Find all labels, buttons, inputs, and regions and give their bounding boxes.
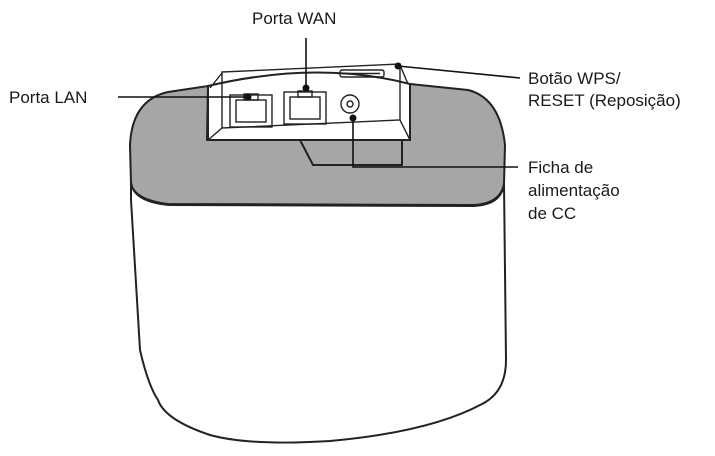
port-recess bbox=[207, 71, 411, 166]
label-dc-line1: Ficha de bbox=[528, 158, 593, 177]
callout-wps: Botão WPS/ RESET (Reposição) bbox=[394, 62, 681, 110]
dc-jack-icon bbox=[340, 94, 360, 114]
callout-lan: Porta LAN bbox=[9, 88, 252, 107]
device-body bbox=[130, 181, 507, 444]
callout-dc: Ficha de alimentação de CC bbox=[349, 114, 620, 223]
wan-port-icon bbox=[283, 90, 327, 125]
lan-port-icon bbox=[229, 93, 273, 128]
wps-button-icon bbox=[339, 69, 385, 78]
device-top-band bbox=[128, 82, 507, 207]
label-dc-line2: alimentação bbox=[528, 181, 620, 200]
label-porta-wan: Porta WAN bbox=[252, 9, 336, 28]
callout-wan: Porta WAN bbox=[252, 9, 336, 92]
label-wps-line2: RESET (Reposição) bbox=[528, 91, 681, 110]
label-porta-lan: Porta LAN bbox=[9, 88, 87, 107]
label-dc-line3: de CC bbox=[528, 204, 576, 223]
label-wps-line1: Botão WPS/ bbox=[528, 69, 621, 88]
